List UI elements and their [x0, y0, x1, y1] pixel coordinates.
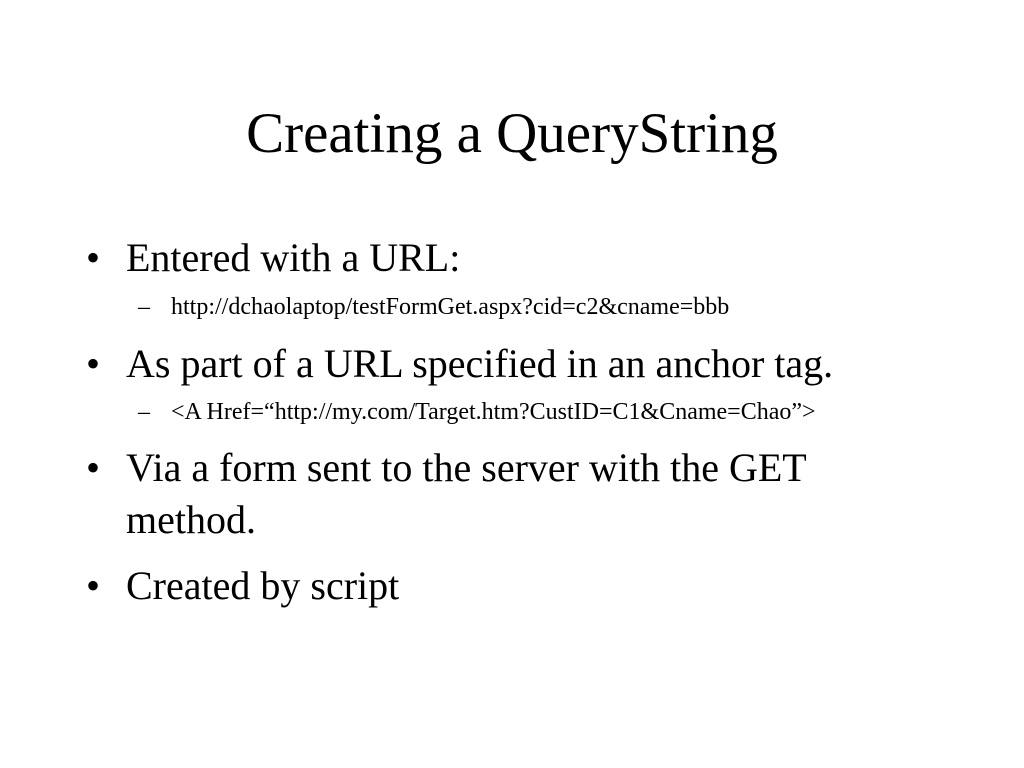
bullet-marker: •: [86, 563, 101, 608]
bullet-text: As part of a URL specified in an anchor …: [126, 341, 834, 386]
bullet-text: Via a form sent to the server with the G…: [126, 445, 806, 542]
bullet-item: • Entered with a URL:: [86, 232, 966, 284]
sub-bullet-item: – <A Href=“http://my.com/Target.htm?Cust…: [138, 397, 998, 427]
bullet-item: • Created by script: [86, 560, 966, 612]
bullet-item: • As part of a URL specified in an ancho…: [86, 338, 966, 390]
sub-bullet-text: http://dchaolaptop/testFormGet.aspx?cid=…: [171, 294, 730, 320]
slide-title: Creating a QueryString: [246, 102, 778, 165]
bullet-marker: •: [86, 341, 101, 386]
bullet-text: Entered with a URL:: [126, 235, 461, 280]
bullet-marker: •: [86, 235, 101, 280]
sub-bullet-marker: –: [138, 294, 150, 320]
bullet-marker: •: [86, 445, 101, 490]
bullet-item: • Via a form sent to the server with the…: [86, 442, 926, 546]
sub-bullet-marker: –: [138, 399, 150, 425]
bullet-text: Created by script: [126, 563, 400, 608]
sub-bullet-text: <A Href=“http://my.com/Target.htm?CustID…: [171, 399, 816, 425]
sub-bullet-item: – http://dchaolaptop/testFormGet.aspx?ci…: [138, 292, 998, 322]
